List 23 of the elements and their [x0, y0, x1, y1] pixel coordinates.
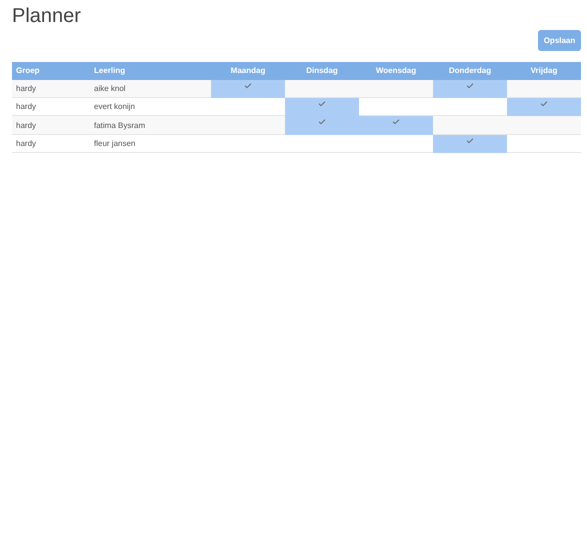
save-button: Opslaan [538, 30, 581, 51]
table-text: aike knol [93, 83, 127, 95]
column-header: Groep [15, 65, 41, 77]
checked-cell [359, 116, 433, 135]
checked-cell [211, 80, 285, 98]
table-text: evert konijn [93, 101, 136, 113]
table-text: fleur jansen [93, 138, 136, 150]
table-text: hardy [15, 101, 38, 113]
column-header: Donderdag [448, 65, 492, 77]
column-header: Maandag [230, 65, 266, 77]
table-text: fatima Bysram [93, 120, 146, 132]
checked-cell [433, 135, 507, 153]
checked-cell [433, 80, 507, 98]
column-header: Leerling [93, 65, 126, 77]
table-text: hardy [15, 83, 38, 95]
column-header: Woensdag [374, 65, 418, 77]
page-title: Planner [12, 4, 81, 29]
table-text: hardy [15, 138, 38, 150]
column-header: Vrijdag [530, 65, 558, 77]
checked-cell [285, 98, 359, 116]
column-header: Dinsdag [305, 65, 339, 77]
table-text: hardy [15, 120, 38, 132]
checked-cell [507, 98, 581, 116]
